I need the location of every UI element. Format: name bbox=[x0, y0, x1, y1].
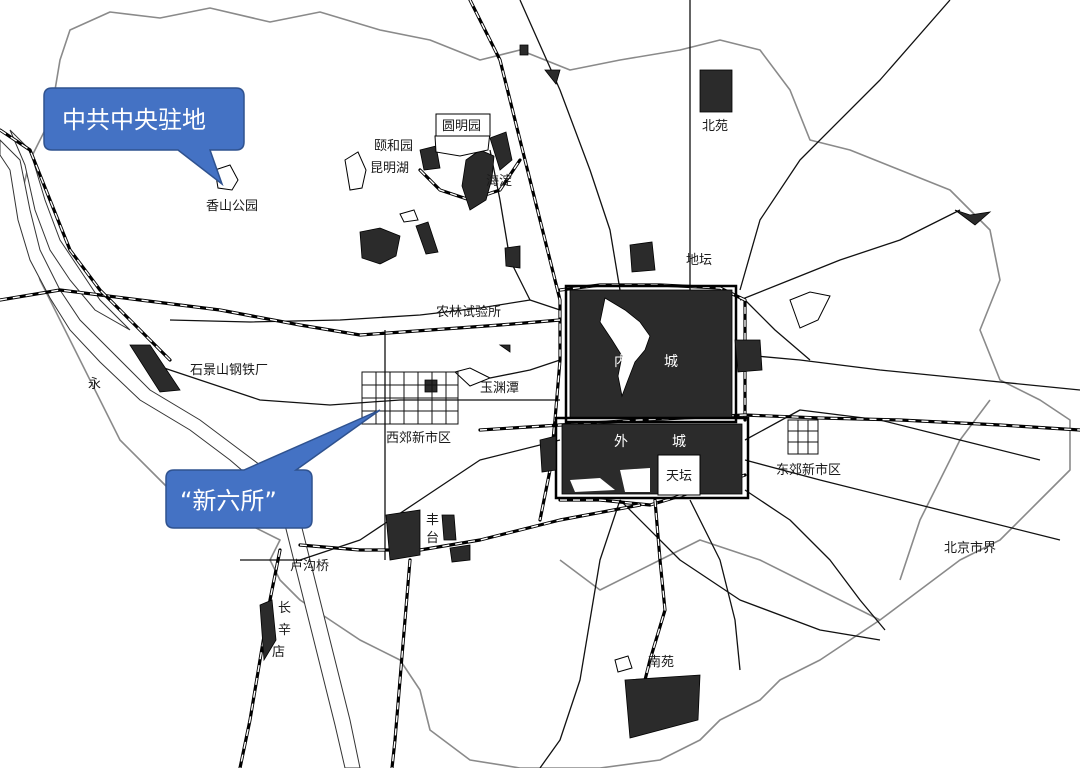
label-xijiao: 西郊新市区 bbox=[386, 430, 451, 446]
label-ditan: 地坛 bbox=[686, 253, 712, 268]
inner-city-lakes bbox=[599, 297, 651, 398]
label-beijingshijie: 北京市界 bbox=[944, 540, 996, 556]
callout-institute: “新六所” bbox=[165, 409, 381, 529]
label-yong: 永 bbox=[88, 377, 101, 392]
label-lugouqiao: 卢沟桥 bbox=[290, 558, 329, 574]
label-xiangshan: 香山公园 bbox=[206, 199, 258, 214]
callout-hq-text: 中共中央驻地 bbox=[62, 106, 206, 134]
callout-institute-text: “新六所” bbox=[180, 487, 277, 515]
label-yuyuantan: 玉渊潭 bbox=[480, 381, 519, 396]
lakes bbox=[214, 131, 831, 673]
xijiao-grid bbox=[361, 371, 459, 425]
label-changxindian-3: 店 bbox=[272, 645, 285, 660]
label-shijingshan: 石景山钢铁厂 bbox=[190, 363, 268, 378]
label-fengtai-1: 丰 bbox=[426, 513, 439, 528]
label-yiheyuan: 颐和园 bbox=[374, 139, 413, 154]
label-fengtai-2: 台 bbox=[426, 531, 439, 546]
label-changxindian-1: 长 bbox=[278, 601, 291, 616]
label-haidian: 海淀 bbox=[486, 174, 512, 189]
tiantan-park bbox=[657, 454, 701, 496]
label-dongjiao: 东郊新市区 bbox=[776, 462, 841, 478]
built-areas bbox=[129, 44, 992, 739]
label-beiyuan: 北苑 bbox=[702, 119, 728, 134]
label-neicheng-1: 内 bbox=[614, 354, 628, 370]
yongding-river bbox=[0, 139, 361, 768]
district-line-south bbox=[559, 539, 881, 621]
label-waicheng-1: 外 bbox=[614, 434, 628, 450]
label-waicheng-2: 城 bbox=[672, 434, 686, 450]
inner-city-block bbox=[569, 289, 733, 419]
label-neicheng-2: 城 bbox=[664, 354, 678, 370]
label-changxindian-2: 辛 bbox=[278, 623, 291, 638]
yuanmingyuan-box bbox=[435, 113, 491, 137]
label-yuanmingyuan: 圆明园 bbox=[442, 119, 481, 134]
dongjiao-grid bbox=[787, 419, 819, 455]
label-kunminghu: 昆明湖 bbox=[370, 161, 409, 176]
label-nonglin: 农林试验所 bbox=[436, 304, 501, 320]
river-channel-2 bbox=[9, 129, 131, 331]
callout-hq: 中共中央驻地 bbox=[43, 87, 245, 187]
district-line-east bbox=[899, 399, 991, 581]
label-tiantan: 天坛 bbox=[666, 469, 692, 484]
roads bbox=[139, 0, 1080, 768]
label-nanyuan: 南苑 bbox=[648, 654, 674, 670]
outer-city-gaps bbox=[570, 468, 650, 492]
callout-hq-shape bbox=[43, 87, 245, 187]
callout-institute-shape bbox=[165, 409, 381, 529]
